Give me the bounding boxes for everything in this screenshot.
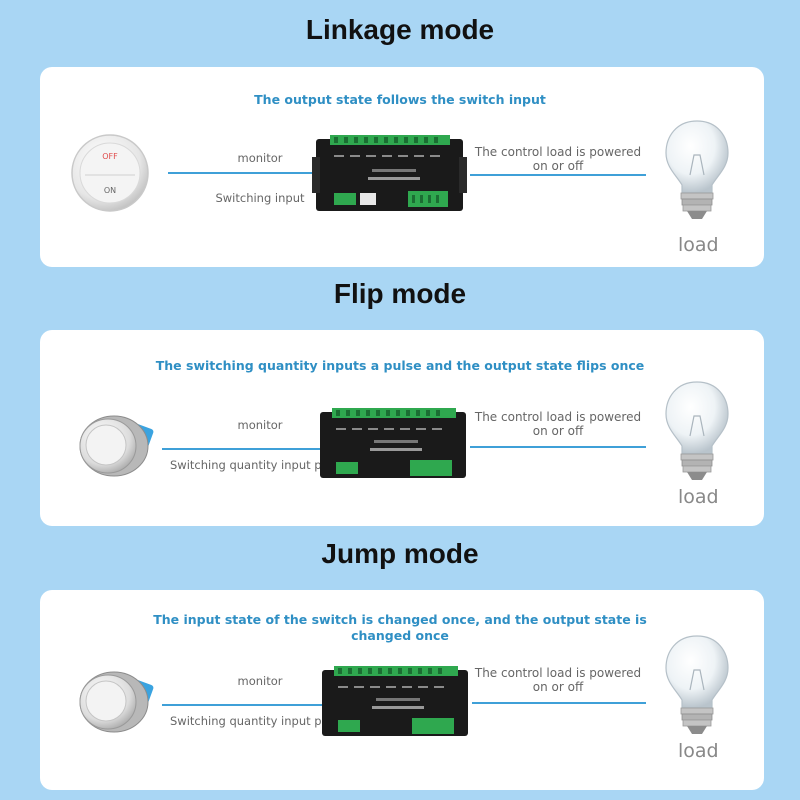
- connector-line-output: [472, 702, 646, 704]
- caption: The switching quantity inputs a pulse an…: [155, 358, 645, 373]
- load-label: load: [678, 234, 719, 256]
- connector-line-output: [470, 446, 646, 448]
- light-bulb-icon: [662, 376, 732, 491]
- caption: The input state of the switch is changed…: [153, 612, 647, 643]
- load-label: load: [678, 740, 719, 762]
- relay-module-icon: [318, 404, 468, 489]
- section-title-linkage: Linkage mode: [305, 14, 495, 45]
- card-flip: The switching quantity inputs a pulse an…: [40, 330, 764, 526]
- card-linkage: The output state follows the switch inpu…: [40, 67, 764, 267]
- relay-module-icon: [312, 129, 467, 226]
- monitor-label: monitor: [237, 418, 283, 432]
- monitor-label: monitor: [237, 151, 283, 165]
- switch-on-text: ON: [104, 186, 116, 195]
- input-label: Switching input: [215, 191, 305, 205]
- caption: The output state follows the switch inpu…: [254, 92, 546, 107]
- rocker-switch-icon: OFF ON: [70, 133, 150, 218]
- input-label: Switching quantity input pulse: [170, 458, 346, 472]
- section-title-flip: Flip mode: [333, 278, 467, 309]
- connector-line-output: [470, 174, 646, 176]
- relay-module-icon: [320, 662, 470, 747]
- push-button-icon: [70, 662, 160, 747]
- connector-line-input: [168, 172, 343, 174]
- switch-off-text: OFF: [102, 152, 118, 161]
- input-label: Switching quantity input pulse: [170, 714, 346, 728]
- output-label: The control load is powered on or off: [474, 666, 642, 694]
- output-label: The control load is powered on or off: [474, 145, 642, 173]
- section-title-jump: Jump mode: [321, 538, 479, 569]
- push-button-icon: [70, 406, 160, 491]
- connector-line-input: [162, 448, 340, 450]
- card-jump: The input state of the switch is changed…: [40, 590, 764, 790]
- monitor-label: monitor: [237, 674, 283, 688]
- light-bulb-icon: [662, 630, 732, 745]
- load-label: load: [678, 486, 719, 508]
- output-label: The control load is powered on or off: [474, 410, 642, 438]
- connector-line-input: [162, 704, 340, 706]
- light-bulb-icon: [662, 115, 732, 230]
